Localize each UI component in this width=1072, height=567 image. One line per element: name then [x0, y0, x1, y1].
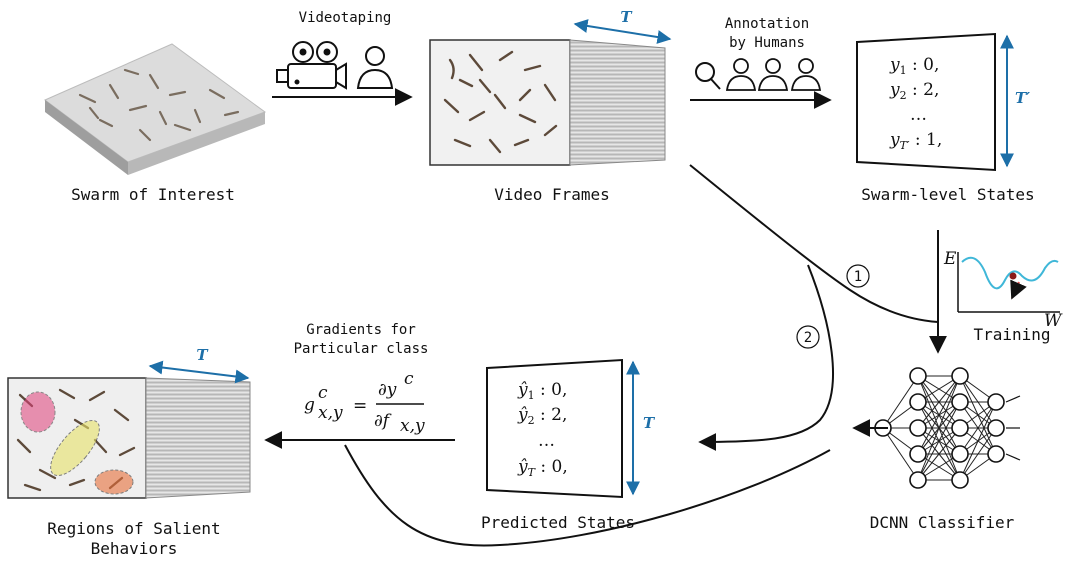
network-edge — [882, 427, 919, 481]
network-edge — [959, 401, 997, 455]
svg-text:c: c — [318, 383, 328, 403]
network-edge — [917, 401, 961, 481]
plot-x-axis-label: W — [1044, 311, 1063, 331]
state-row: yT′ : 1, — [889, 130, 942, 152]
network-edge — [917, 375, 961, 455]
network-input-edge — [1005, 395, 1021, 403]
gradient-formula: g c x,y = ∂y c ∂f x,y — [304, 369, 425, 436]
dcnn-classifier-label: DCNN Classifier — [870, 513, 1015, 532]
backprop-curve — [344, 444, 831, 547]
swarm-states-card — [856, 32, 996, 172]
network-node — [987, 445, 1005, 463]
network-node — [951, 445, 969, 463]
network-input-edge — [1005, 453, 1021, 461]
predicted-states-label: Predicted States — [481, 513, 635, 532]
step-2-label: 2 — [804, 330, 812, 346]
svg-text:∂f: ∂f — [374, 411, 392, 431]
gradients-label-2: Particular class — [294, 341, 429, 357]
network-node — [987, 419, 1005, 437]
network-edge — [959, 401, 997, 481]
state-ellipsis: … — [910, 105, 927, 125]
network-node — [909, 445, 927, 463]
svg-text:g: g — [304, 395, 315, 415]
network-node — [909, 393, 927, 411]
video-camera-icon — [276, 41, 347, 90]
frames-t-label: T — [620, 8, 633, 26]
network-edge — [917, 375, 961, 429]
network-node — [951, 367, 969, 385]
swarm-level-states-label: Swarm-level States — [861, 185, 1034, 204]
svg-text:x,y: x,y — [318, 403, 343, 423]
network-node — [909, 471, 927, 489]
predicted-row: ŷT : 0, — [517, 457, 568, 479]
regions-time-arrow — [148, 360, 250, 384]
network-node — [951, 419, 969, 437]
predicted-states-list: ŷ1 : 0, ŷ2 : 2, … ŷT : 0, — [517, 380, 568, 479]
videotaping-label: Videotaping — [299, 10, 392, 26]
frames-time-arrow — [573, 19, 672, 44]
regions-label-2: Behaviors — [91, 539, 178, 558]
state-row: y1 : 0, — [889, 55, 939, 77]
annotation-label-2: by Humans — [729, 35, 805, 51]
gradients-label-1: Gradients for — [306, 322, 416, 338]
svg-text:∂y: ∂y — [378, 380, 397, 400]
magnifier-icon — [695, 62, 721, 90]
swarm-of-interest-label: Swarm of Interest — [71, 185, 235, 204]
annotation-label-1: Annotation — [725, 16, 809, 32]
step-2-badge — [796, 325, 820, 349]
regions-t-label: T — [196, 346, 209, 364]
states-t-label: T′ — [1015, 89, 1030, 107]
network-node — [909, 367, 927, 385]
regions-label-1: Regions of Salient — [47, 519, 220, 538]
person-icon — [356, 46, 394, 89]
flow-curve-2 — [698, 264, 834, 451]
video-frames-image — [429, 39, 666, 166]
network-edge — [882, 375, 919, 429]
svg-text:x,y: x,y — [400, 416, 425, 436]
swarm-tray-image — [44, 43, 267, 175]
predicted-ellipsis: … — [538, 431, 555, 451]
network-edge — [917, 427, 961, 481]
predicted-states-card — [486, 358, 623, 499]
video-frames-label: Video Frames — [494, 185, 610, 204]
predicted-row: ŷ1 : 0, — [517, 380, 567, 402]
people-group-icon — [725, 58, 822, 91]
predicted-row: ŷ2 : 2, — [517, 405, 567, 427]
svg-text:=: = — [353, 396, 367, 416]
step-1-badge — [846, 264, 870, 288]
network-edge — [959, 427, 997, 481]
step-1-label: 1 — [854, 269, 862, 285]
state-row: y2 : 2, — [889, 80, 939, 102]
network-edge — [917, 375, 961, 481]
flow-curve-1 — [689, 164, 939, 323]
dcnn-network-icon — [874, 367, 1021, 489]
plot-y-axis-label: E — [943, 249, 957, 269]
svg-text:c: c — [404, 369, 414, 389]
training-loss-plot-icon — [957, 252, 1060, 313]
swarm-states-list: y1 : 0, y2 : 2, … yT′ : 1, — [889, 55, 942, 152]
training-label: Training — [973, 325, 1050, 344]
network-node — [951, 393, 969, 411]
network-node — [987, 393, 1005, 411]
network-node — [951, 471, 969, 489]
predicted-t-label: T — [643, 414, 656, 432]
salient-regions-image — [7, 377, 251, 499]
network-node — [909, 419, 927, 437]
